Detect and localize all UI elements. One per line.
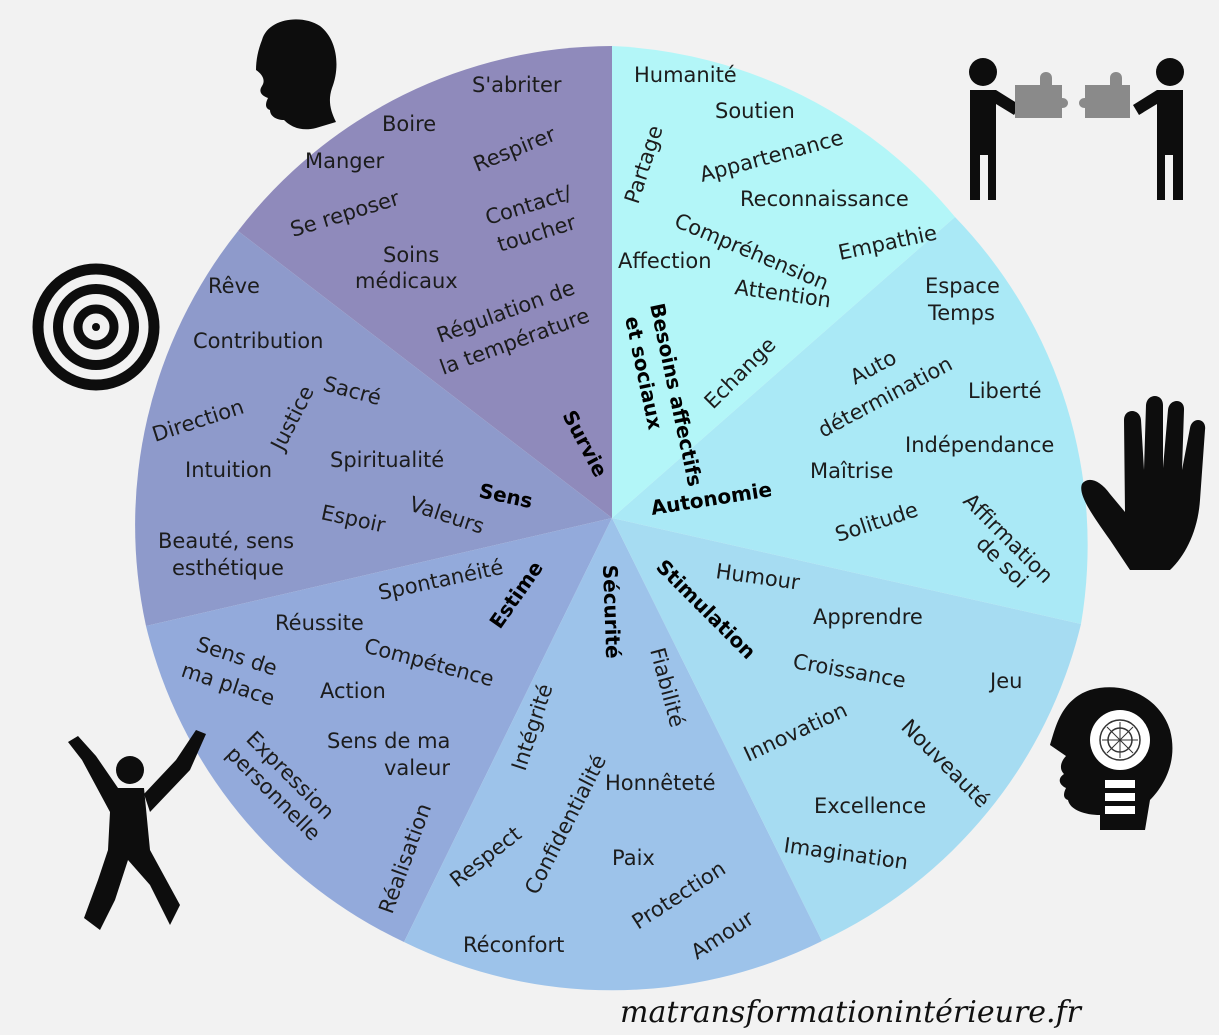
- wedge-affectifs: [612, 46, 955, 518]
- need-label: Soins: [383, 243, 439, 267]
- head-icon: [256, 19, 337, 130]
- need-label: Paix: [612, 846, 655, 870]
- jumping-person-icon: [68, 730, 206, 930]
- need-label: Liberté: [968, 379, 1042, 403]
- need-label: Maîtrise: [810, 459, 893, 483]
- puzzle-handshake-icon: [969, 58, 1184, 200]
- need-label: Excellence: [814, 794, 926, 818]
- need-label: Contribution: [193, 329, 323, 353]
- spiral-icon: [32, 263, 160, 391]
- need-label: Honnêteté: [605, 771, 716, 795]
- need-label: Temps: [927, 301, 995, 325]
- need-label: Manger: [305, 149, 385, 173]
- need-label: Spiritualité: [330, 448, 444, 472]
- need-label: Affection: [618, 249, 712, 273]
- need-label: Soutien: [715, 99, 795, 123]
- need-label: Action: [320, 679, 386, 703]
- need-label: Intuition: [185, 458, 272, 482]
- need-label: Indépendance: [905, 433, 1054, 457]
- lightbulb-head-icon: [1050, 687, 1173, 830]
- need-label: médicaux: [355, 269, 458, 293]
- need-label: Boire: [382, 112, 436, 136]
- need-label: Rêve: [208, 274, 260, 298]
- wedge-survie: [238, 46, 612, 518]
- wedge-estime: [146, 518, 612, 942]
- wedge-stimulation: [612, 518, 1081, 941]
- wedge-autonomie: [612, 217, 1088, 624]
- need-label: Réconfort: [463, 933, 564, 957]
- need-label: Beauté, sens: [158, 529, 294, 553]
- need-label: Sens de ma: [327, 729, 450, 753]
- wedge-sens: [135, 231, 612, 626]
- need-label: S'abriter: [472, 73, 562, 97]
- need-label: Réussite: [275, 611, 364, 635]
- need-label: valeur: [384, 756, 450, 780]
- need-label: Apprendre: [813, 605, 923, 629]
- website-signature: matransformationintérieure.fr: [620, 995, 1083, 1030]
- need-label: esthétique: [172, 556, 284, 580]
- need-label: Jeu: [988, 669, 1022, 693]
- need-label: Reconnaissance: [740, 187, 909, 211]
- category-securite: Sécurité: [598, 564, 625, 659]
- need-label: Espace: [925, 274, 1000, 298]
- raised-hand-icon: [1081, 396, 1206, 570]
- wedge-securite: [404, 518, 822, 991]
- need-label: Humanité: [634, 63, 737, 87]
